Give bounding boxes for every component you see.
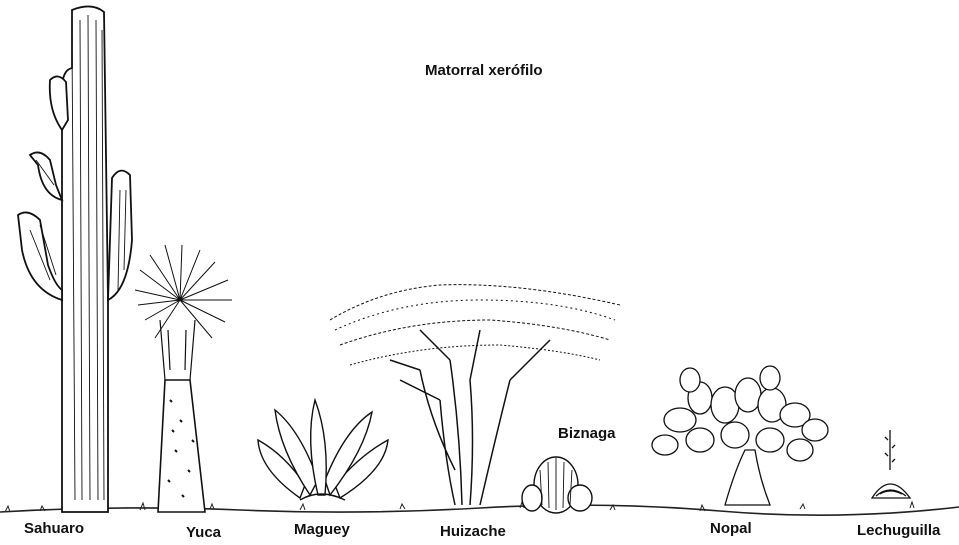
lechuguilla-plant [872,430,910,498]
label-maguey: Maguey [294,521,350,538]
ground-grass [5,502,914,512]
yuca-plant [135,245,232,512]
maguey-plant [258,400,388,500]
sahuaro-plant [18,6,132,512]
diagram-title: Matorral xerófilo [425,62,543,79]
nopal-plant [652,366,828,505]
huizache-plant [330,285,620,505]
label-sahuaro: Sahuaro [24,520,84,537]
label-huizache: Huizache [440,523,506,540]
label-lechuguilla: Lechuguilla [857,522,940,539]
label-biznaga: Biznaga [558,425,616,442]
label-nopal: Nopal [710,520,752,537]
biznaga-plant [522,457,592,513]
yuca-crown [135,245,232,338]
label-yuca: Yuca [186,524,221,541]
